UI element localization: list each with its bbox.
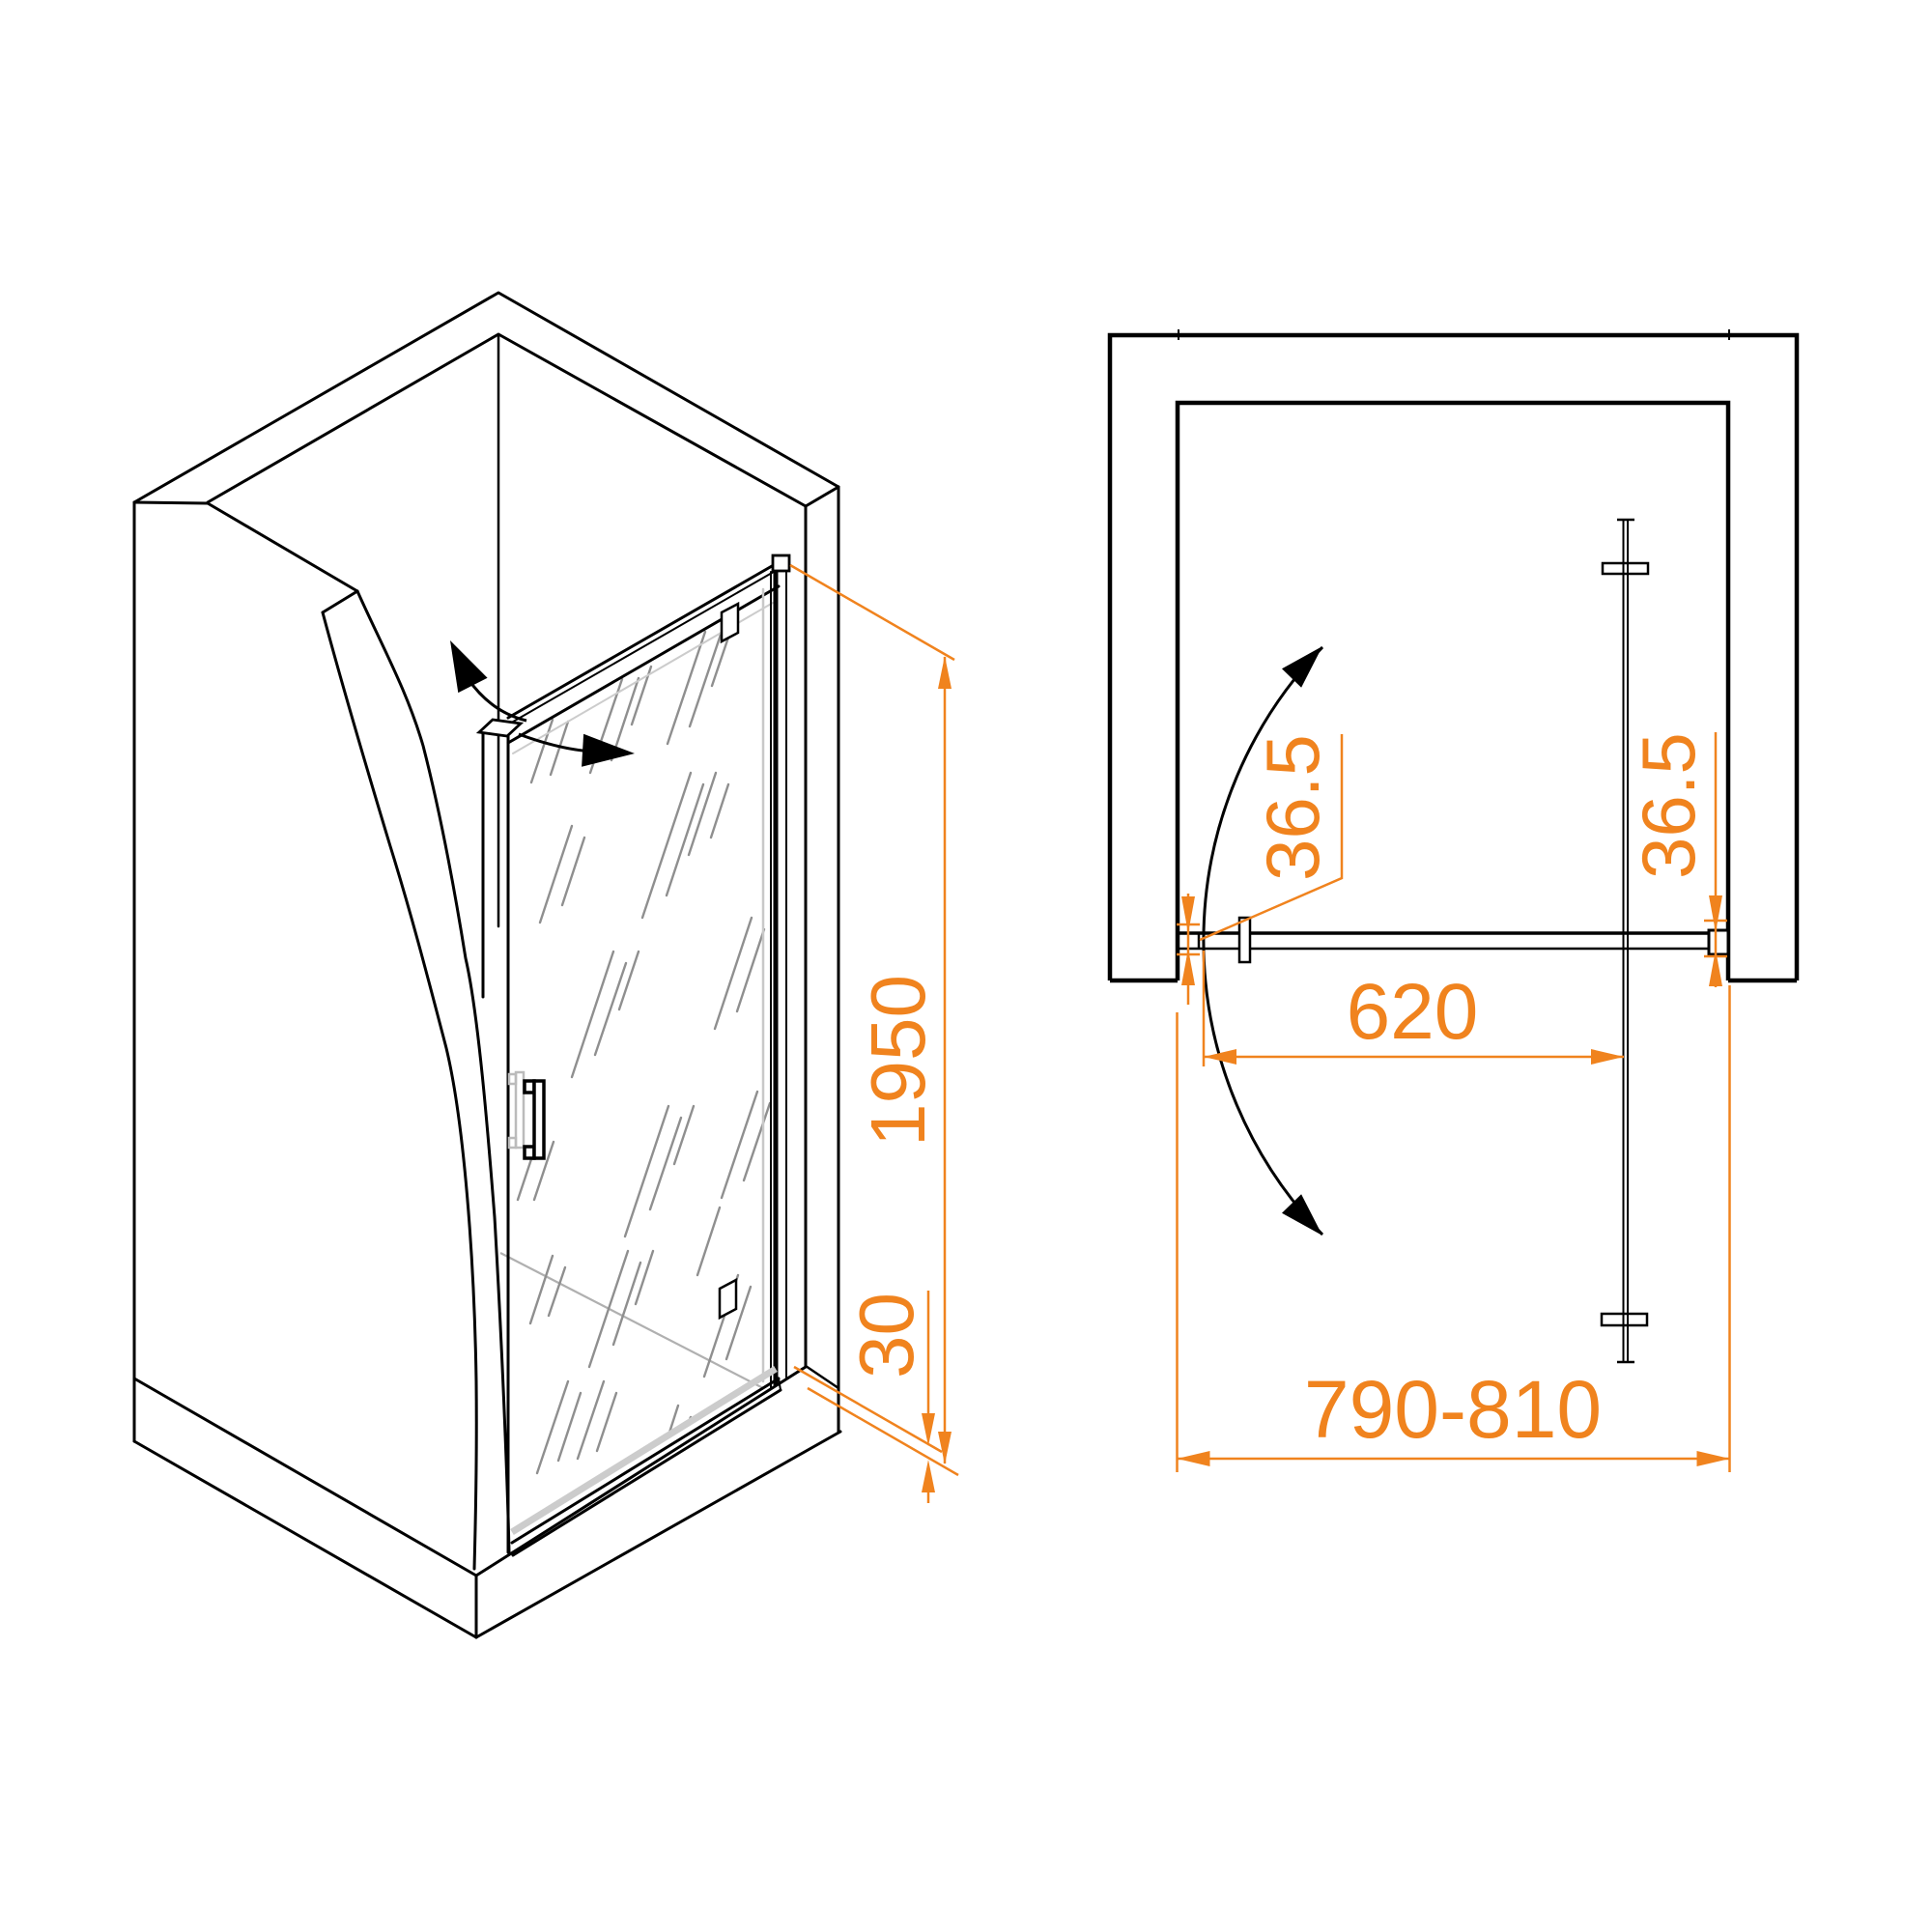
svg-text:620: 620 — [1347, 968, 1479, 1056]
svg-text:36.5: 36.5 — [1626, 732, 1711, 879]
svg-text:790-810: 790-810 — [1304, 1364, 1602, 1455]
svg-text:36.5: 36.5 — [1250, 734, 1335, 881]
svg-text:1950: 1950 — [855, 975, 941, 1147]
svg-text:30: 30 — [843, 1293, 929, 1378]
